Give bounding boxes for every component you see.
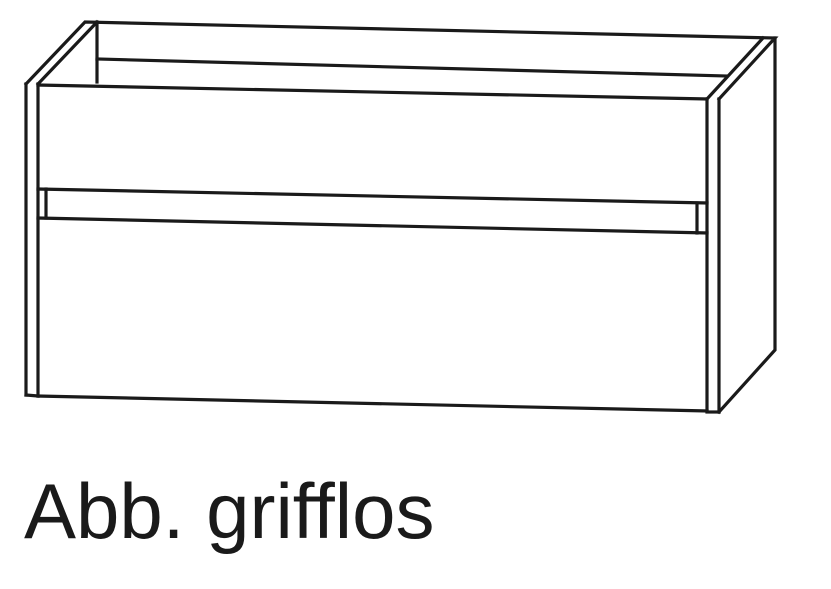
cabinet-top-outline <box>23 19 779 102</box>
cabinet-front-frame <box>36 83 709 413</box>
figure-caption: Abb. grifflos <box>24 467 435 555</box>
cabinet-left-panel <box>24 82 40 398</box>
cabinet-right-panel <box>705 36 777 415</box>
cabinet-back-inner <box>95 20 729 84</box>
drawer-divider-strip <box>36 187 709 235</box>
